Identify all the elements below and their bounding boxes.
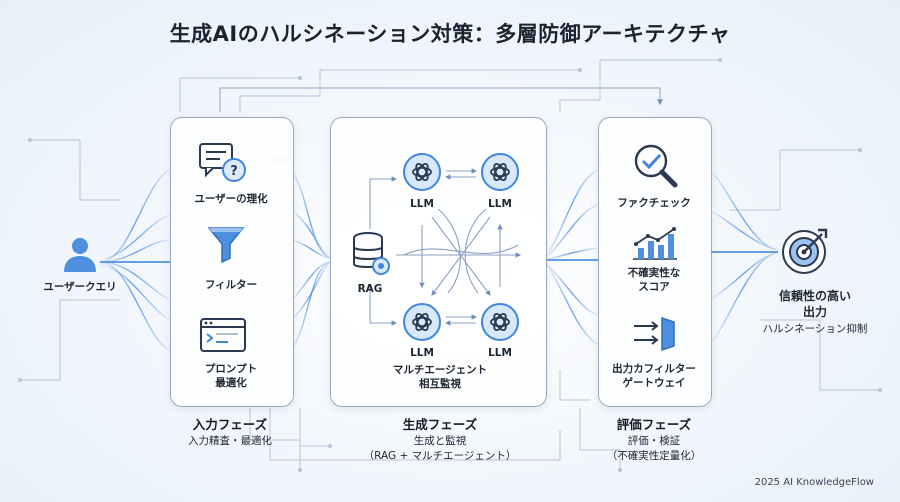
page-title: 生成AIのハルシネーション対策：多層防御アーキテクチャ: [169, 22, 731, 46]
bar-chart-icon: [633, 227, 677, 260]
multi-agent-label: マルチエージェント 相互監視: [370, 363, 510, 391]
hallucination-suppression-label: ハルシネーション抑制: [762, 323, 868, 335]
prompt-label-line1: プロンプト: [204, 363, 258, 375]
gateway-filter-icon: [634, 316, 675, 352]
llm-label: LLM: [410, 198, 434, 210]
user-query-label: ユーザークエリ: [43, 281, 117, 293]
generation-desc-line1: 生成と監視: [413, 435, 467, 447]
llm-icon: [403, 153, 441, 191]
multi-agent-line1: マルチエージェント: [392, 364, 488, 376]
database-gear-icon: [353, 232, 390, 275]
user-understanding-label: ユーザーの理化: [194, 193, 268, 205]
fact-check-label: ファクチェック: [617, 197, 691, 209]
gateway-line1: 出力カフィルター: [612, 363, 696, 375]
target-icon: [782, 228, 828, 274]
user-icon: [64, 238, 96, 272]
evaluation-phase-desc: 評価・検証 （不確実性定量化）: [574, 434, 734, 463]
reliable-output-label: 信頼性の高い 出力: [740, 288, 890, 320]
llm-icon: [481, 303, 519, 341]
footer-credit: 2025 AI KnowledgeFlow: [754, 477, 874, 488]
generation-desc-line2: （RAG + マルチエージェント）: [363, 449, 517, 462]
evaluation-desc-line1: 評価・検証: [627, 435, 681, 447]
input-phase-title: 入力フェーズ: [192, 417, 268, 432]
reliable-line2: 出力: [802, 305, 827, 320]
magnifier-check-icon: [634, 144, 678, 188]
uncertainty-score-label: 不確実性な スコア: [598, 266, 710, 294]
gateway-line2: ゲートウェイ: [622, 377, 686, 390]
llm-label: LLM: [488, 347, 512, 359]
rag-label: RAG: [357, 283, 383, 295]
svg-text:?: ?: [230, 164, 238, 179]
prompt-optimize-label: プロンプト 最適化: [170, 362, 292, 390]
multi-agent-line2: 相互監視: [419, 378, 461, 391]
uncertainty-line2: スコア: [638, 281, 670, 294]
reliable-line1: 信頼性の高い: [778, 289, 851, 303]
uncertainty-line1: 不確実性な: [627, 267, 681, 279]
funnel-icon: [207, 227, 245, 264]
llm-icon: [403, 303, 441, 341]
prompt-label-line2: 最適化: [215, 377, 247, 390]
filter-label: フィルター: [204, 279, 258, 291]
generation-phase-title: 生成フェーズ: [402, 417, 478, 432]
input-phase-desc: 入力精査・最適化: [188, 435, 272, 447]
evaluation-desc-line2: （不確実性定量化）: [606, 449, 702, 462]
chat-question-icon: ?: [199, 143, 246, 182]
llm-label: LLM: [488, 198, 512, 210]
evaluation-phase-title: 評価フェーズ: [616, 417, 692, 432]
llm-icon: [481, 153, 519, 191]
generation-phase-desc: 生成と監視 （RAG + マルチエージェント）: [320, 434, 560, 463]
llm-network-lines: [369, 168, 522, 326]
prompt-window-icon: [200, 318, 246, 352]
output-gateway-label: 出力カフィルター ゲートウェイ: [598, 362, 710, 390]
llm-label: LLM: [410, 347, 434, 359]
